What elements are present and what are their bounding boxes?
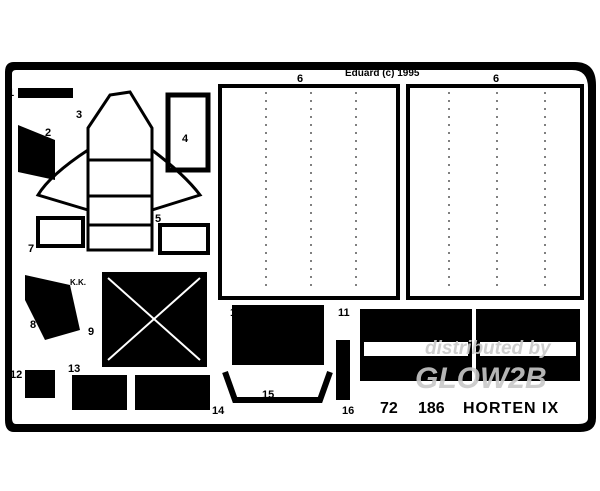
marking-kk: K.K.: [70, 278, 86, 287]
part-5: [158, 223, 210, 255]
part-14: [135, 375, 210, 410]
part-label: 14: [212, 405, 225, 417]
part-label: 4: [182, 133, 189, 145]
product-code: 72: [380, 400, 398, 417]
product-name: HORTEN IX: [463, 400, 559, 417]
part-13: [72, 375, 127, 410]
maker-copyright: Eduard (c) 1995: [345, 68, 420, 79]
part-1: [18, 88, 73, 98]
part-7: [36, 216, 85, 248]
watermark-distributed-by: distributed by: [425, 338, 552, 359]
part-8: [25, 275, 80, 340]
part-4: [165, 92, 211, 173]
product-number: 186: [418, 400, 445, 417]
part-15: [222, 370, 333, 403]
part-label: 12: [10, 369, 22, 381]
part-10: [232, 305, 324, 365]
part-label: 13: [68, 363, 80, 375]
part-9: [102, 272, 207, 367]
part-12: [25, 370, 55, 398]
part-label: 6: [493, 73, 499, 85]
part-label: 8: [30, 319, 36, 331]
part-label: 15: [262, 389, 274, 401]
part-label: 7: [28, 243, 34, 255]
part-2: [18, 125, 55, 180]
part-label: 5: [155, 213, 161, 225]
part-label: 10: [230, 307, 242, 319]
part-6-right-panel: [406, 84, 584, 300]
part-label: 1: [8, 87, 14, 99]
part-6-left-panel: [218, 84, 400, 300]
part-label: 11: [338, 307, 350, 319]
part-16: [336, 340, 350, 400]
part-label: 16: [342, 405, 354, 417]
part-label: 2: [45, 127, 51, 139]
watermark-logo: GLOW2B: [415, 362, 547, 395]
part-label: 3: [76, 109, 82, 121]
part-label: 9: [88, 326, 94, 338]
part-label: 6: [297, 73, 303, 85]
part-11: [360, 309, 580, 381]
